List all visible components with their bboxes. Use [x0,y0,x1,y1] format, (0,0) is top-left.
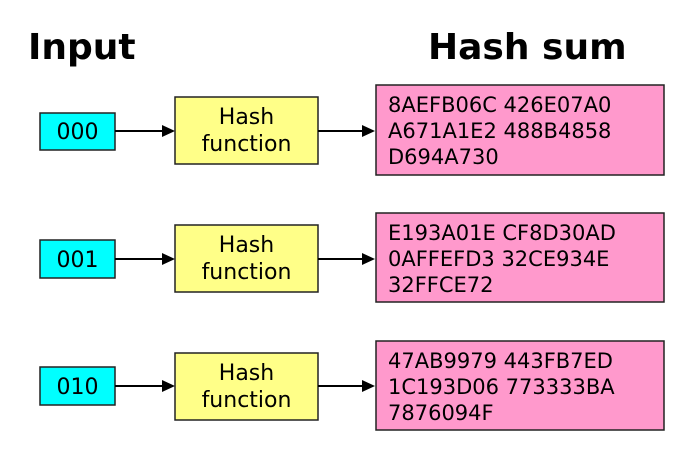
input-value: 001 [57,248,99,273]
hash-function-box [174,96,319,165]
row-1: 001 Hash function E193A01E CF8D30AD 0AFF… [39,212,665,303]
hash-line-1: 8AEFB06C 426E07A0 [388,93,611,117]
hash-line-2: 0AFFEFD3 32CE934E [388,247,609,271]
function-label-line-2: function [202,132,292,157]
hash-sum-box [375,84,665,176]
function-label-line-1: Hash [219,105,274,130]
function-label-line-1: Hash [219,361,274,386]
arrow-head [162,380,175,392]
hash-line-1: 47AB9979 443FB7ED [388,349,613,373]
function-label-line-2: function [202,260,292,285]
hash-sum-header: Hash sum [428,27,627,68]
input-box [39,239,116,279]
arrow-head [362,253,375,265]
arrow-head [162,253,175,265]
input-value: 000 [57,120,99,145]
function-label-line-2: function [202,388,292,413]
hash-sum-box [375,340,665,431]
function-label-line-1: Hash [219,233,274,258]
hash-sum-box [375,212,665,303]
input-value: 010 [57,375,99,400]
hash-line-1: E193A01E CF8D30AD [388,221,616,245]
hash-line-3: 7876094F [388,401,494,425]
hash-line-3: 32FFCE72 [388,273,494,297]
arrow-head [162,125,175,137]
row-2: 010 Hash function 47AB9979 443FB7ED 1C19… [39,340,665,431]
arrow-head [362,380,375,392]
hash-function-box [174,224,319,293]
input-header: Input [28,27,136,68]
input-box [39,112,116,151]
arrow-head [362,125,375,137]
hash-line-2: A671A1E2 488B4858 [388,119,611,143]
row-0: 000 Hash function 8AEFB06C 426E07A0 A671… [39,84,665,176]
hash-line-3: D694A730 [388,145,499,169]
hash-line-2: 1C193D06 773333BA [388,375,615,399]
